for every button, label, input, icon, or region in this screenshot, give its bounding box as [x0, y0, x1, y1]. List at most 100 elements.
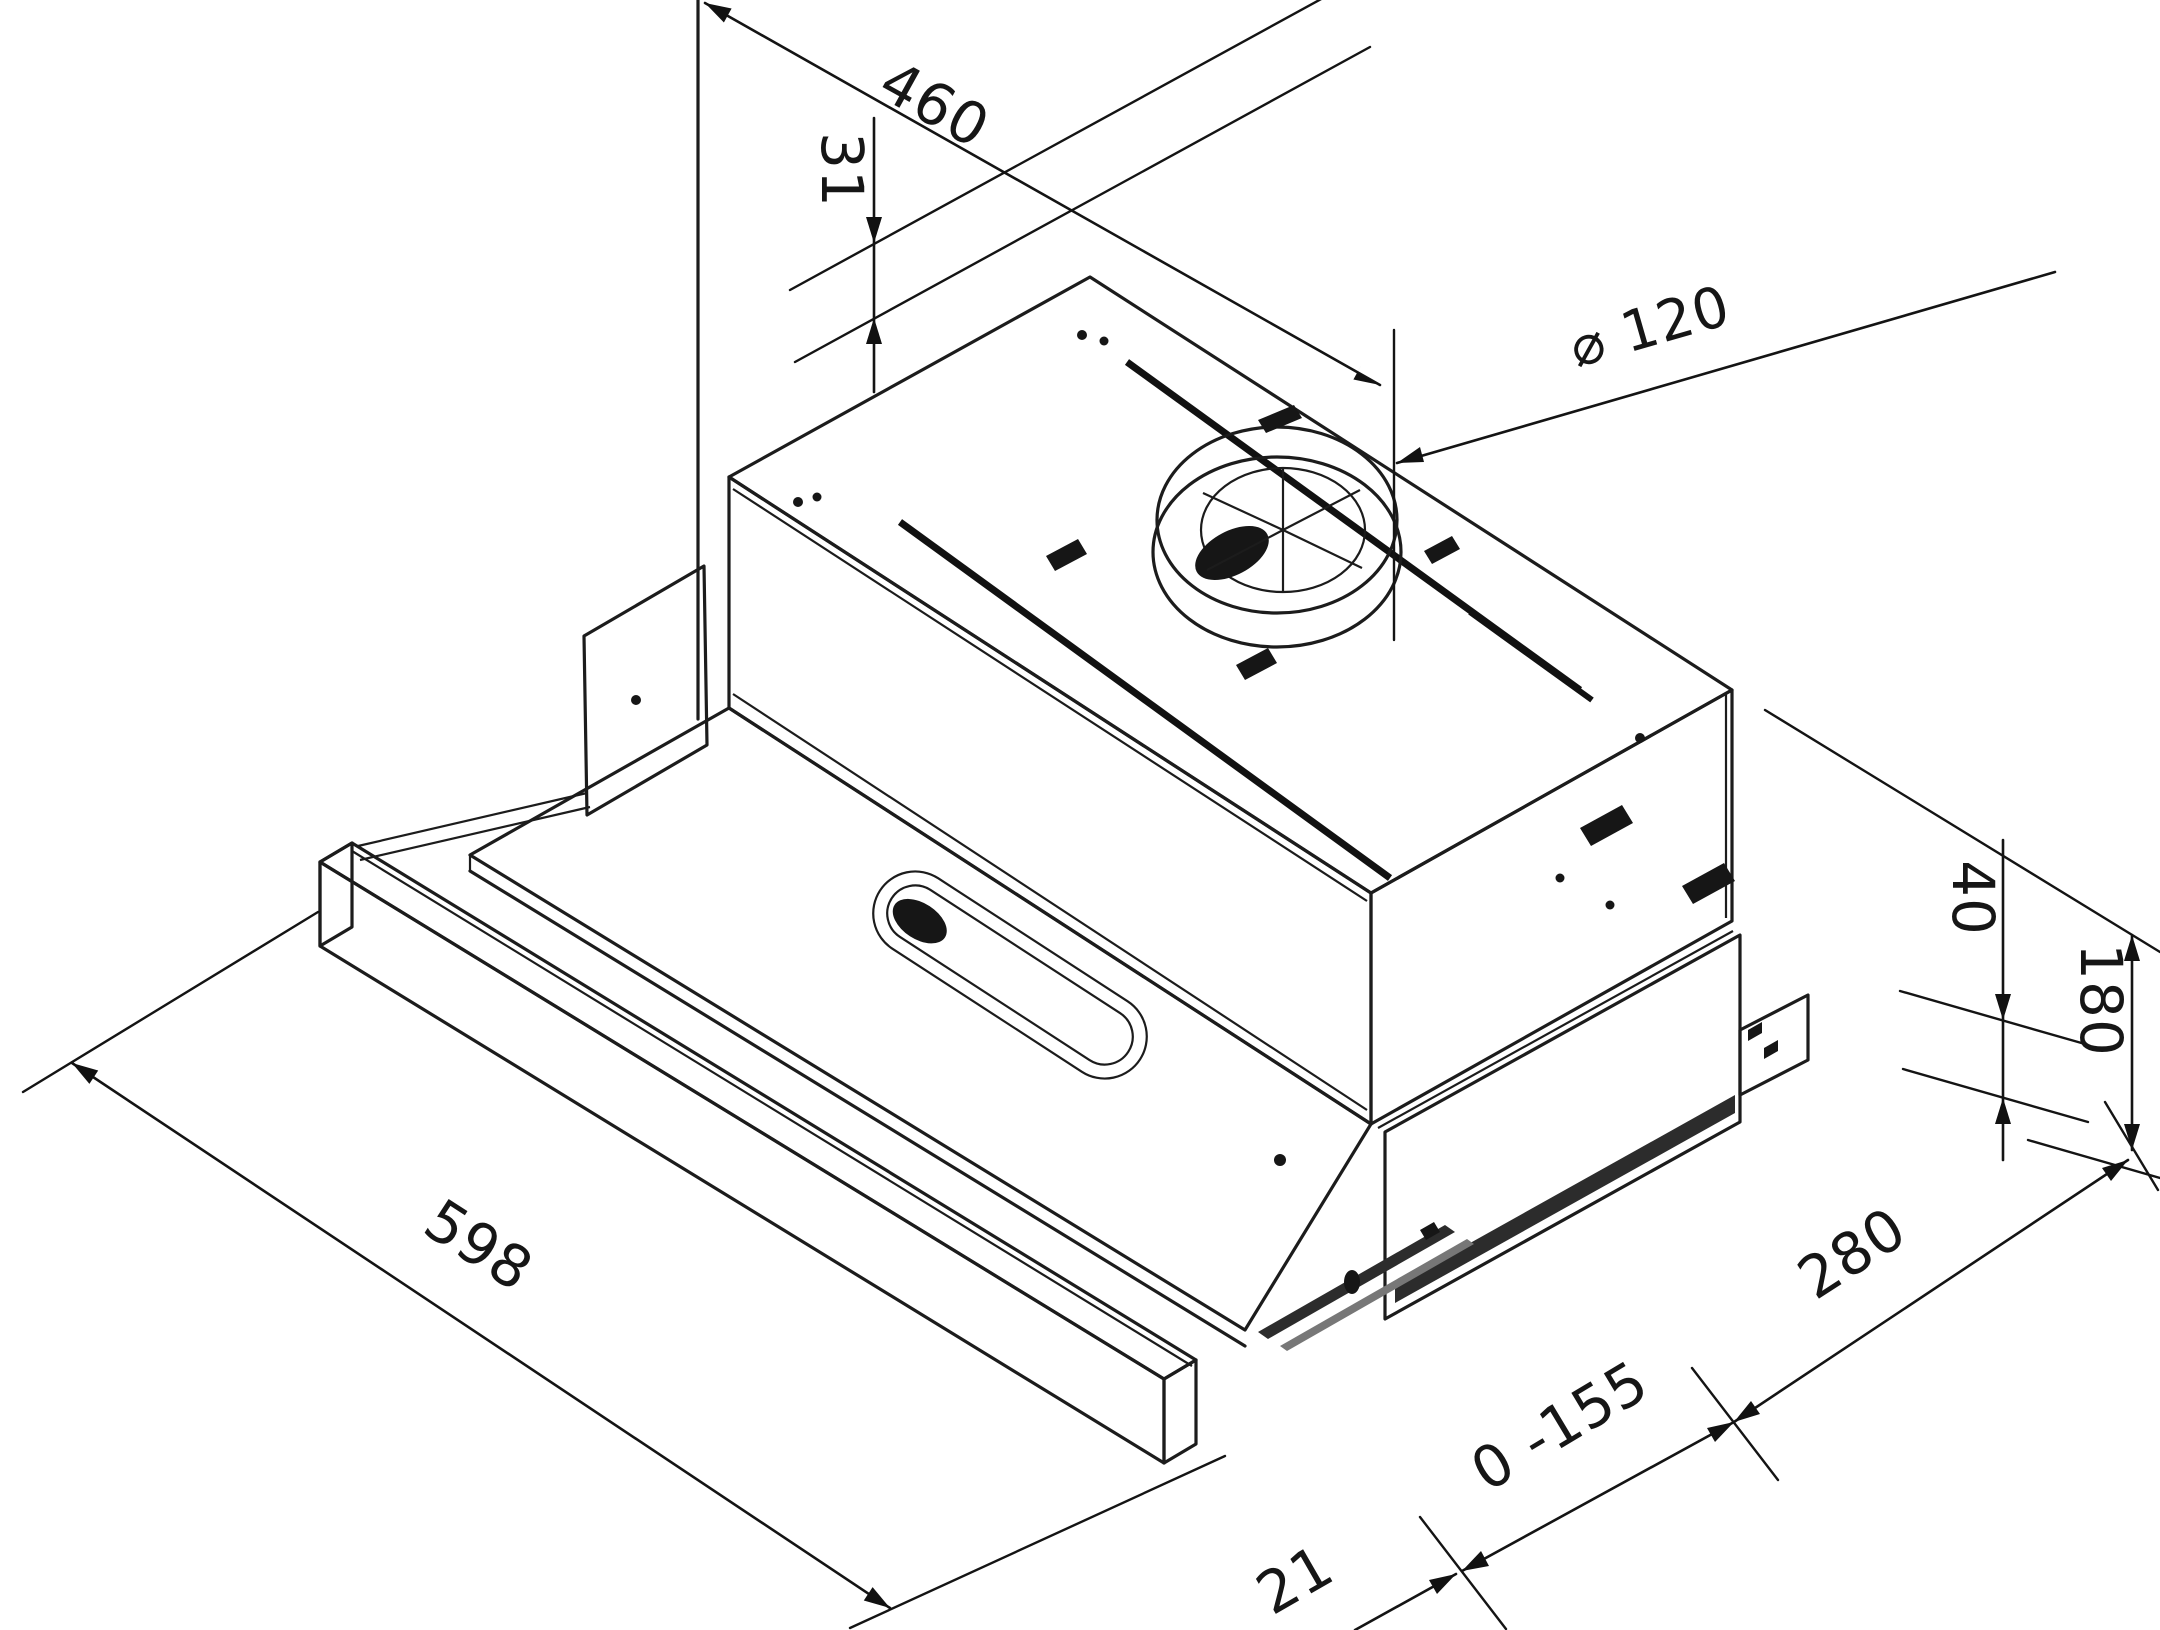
dim-280-line — [1732, 1158, 2130, 1424]
front-bar-front — [318, 860, 1166, 1465]
arrowhead-icon — [705, 3, 732, 23]
dim-0155-line — [1460, 1420, 1736, 1573]
dim-598-ext-left — [21, 910, 320, 1094]
arrowhead-icon — [866, 217, 882, 243]
screw-dot — [1099, 336, 1109, 346]
arrowhead-icon — [1707, 1422, 1734, 1442]
duct-collar — [1151, 405, 1403, 649]
flap-spoke — [1206, 529, 1284, 571]
flap-spoke — [1282, 489, 1361, 531]
screw-dot — [812, 492, 822, 502]
dim-21: 21 — [1245, 1531, 1458, 1630]
dim-598-line — [70, 1061, 892, 1610]
canopy-right-face — [1369, 688, 1734, 1126]
plinth-front-face — [1383, 933, 1742, 1321]
arrowhead-icon — [1995, 1098, 2011, 1124]
dim-label-0-155: 0 -155 — [1459, 1347, 1659, 1505]
vent-latch-icon — [1424, 536, 1460, 564]
rail-stop — [1344, 1270, 1360, 1294]
dim-280: 280 — [1732, 1100, 2160, 1424]
dimension-annotations: 460 31 ⌀ 120 40 — [21, 0, 2160, 1630]
collar-outer-ring — [1155, 425, 1399, 615]
arrowhead-icon — [2124, 1124, 2140, 1150]
screw-dot — [1635, 733, 1645, 743]
arrowhead-icon — [1995, 994, 2011, 1020]
dim-40-ext-upper — [1898, 989, 2087, 1046]
dim-label-460: 460 — [868, 47, 1000, 162]
canopy-front-face — [727, 475, 1373, 1126]
dim-diameter-120: ⌀ 120 — [1395, 270, 2057, 465]
arrowhead-icon — [866, 318, 882, 344]
slide-arm-line — [357, 791, 588, 848]
screw-dot — [631, 695, 641, 705]
vent-latch-icon — [1046, 539, 1087, 571]
dim-31-ext-upper — [788, 0, 1322, 292]
dim-460: 460 — [703, 1, 1396, 642]
screw-dot — [1077, 330, 1087, 340]
top-slot-front — [897, 519, 1393, 881]
arrowhead-icon — [2124, 935, 2140, 961]
screw-dot — [793, 497, 803, 507]
recess-shadow — [892, 898, 947, 944]
dim-label-598: 598 — [413, 1186, 545, 1305]
arrowhead-icon — [72, 1063, 99, 1084]
screw-dot — [1274, 1154, 1286, 1166]
mount-bracket-icon — [1580, 805, 1633, 846]
dim-40: 40 — [1898, 838, 2090, 1162]
dim-180-ext-top — [1763, 708, 2160, 954]
tab-slot — [1764, 1040, 1778, 1059]
dim-label-d120: ⌀ 120 — [1562, 273, 1737, 381]
recess-outer — [872, 870, 1148, 1080]
dim-180: 180 — [1763, 708, 2160, 1180]
hood-body — [318, 0, 1810, 1465]
dim-280-ext-right — [2103, 1100, 2160, 1192]
dim-label-21: 21 — [1245, 1531, 1345, 1628]
dim-180-ext-bottom — [2026, 1138, 2160, 1180]
dim-460-line — [703, 1, 1382, 387]
dim-label-31: 31 — [808, 132, 876, 208]
recess-inner — [886, 884, 1134, 1066]
dim-31: 31 — [788, 0, 1372, 394]
screw-dot — [1555, 873, 1565, 883]
arrowhead-icon — [1462, 1551, 1489, 1571]
flap-spoke — [1282, 529, 1363, 569]
arrowhead-icon — [863, 1587, 890, 1608]
dim-598: 598 — [21, 910, 1227, 1630]
vent-latch-icon — [1236, 648, 1277, 680]
plinth-end-tab — [1738, 993, 1810, 1097]
dim-label-40: 40 — [1939, 860, 2007, 936]
handle-recess — [872, 870, 1148, 1080]
arrowhead-icon — [2102, 1160, 2128, 1181]
arrowhead-icon — [1397, 447, 1424, 463]
collar-tab — [1258, 405, 1302, 433]
dim-label-280: 280 — [1786, 1194, 1918, 1313]
dim-40-ext-lower — [1901, 1067, 2090, 1124]
slide-arm-line — [359, 805, 591, 862]
dim-31-ext-lower — [793, 45, 1372, 364]
collar-base-ring — [1151, 455, 1403, 649]
tab-slot — [1748, 1022, 1762, 1041]
arrowhead-icon — [1734, 1401, 1760, 1422]
front-bar-left-cap — [318, 841, 354, 948]
rail-clip — [1420, 1222, 1440, 1240]
plinth-top-edge — [1377, 930, 1734, 1129]
dim-0155-ext-left — [1418, 1515, 1508, 1630]
front-bar-right-cap — [1162, 1358, 1198, 1465]
flap-spoke — [1202, 492, 1284, 531]
side-bracket — [582, 564, 709, 817]
top-slot-short — [1468, 609, 1594, 703]
dim-0155-ext-right — [1690, 1366, 1780, 1482]
telescopic-rail — [1280, 1239, 1474, 1351]
dim-0-155: 0 -155 — [1418, 1347, 1780, 1630]
dim-598-ext-right — [848, 1454, 1227, 1630]
front-bar-inner-line — [351, 850, 1193, 1367]
visor-front-thickness — [468, 869, 1247, 1348]
arrowhead-icon — [1429, 1574, 1456, 1594]
mount-bracket-icon — [1682, 863, 1735, 904]
visor-deck-top — [468, 706, 1373, 1332]
arrowhead-icon — [1353, 365, 1380, 385]
canopy-front-bottom-seam — [732, 693, 1368, 1111]
screw-dot — [1605, 900, 1615, 910]
